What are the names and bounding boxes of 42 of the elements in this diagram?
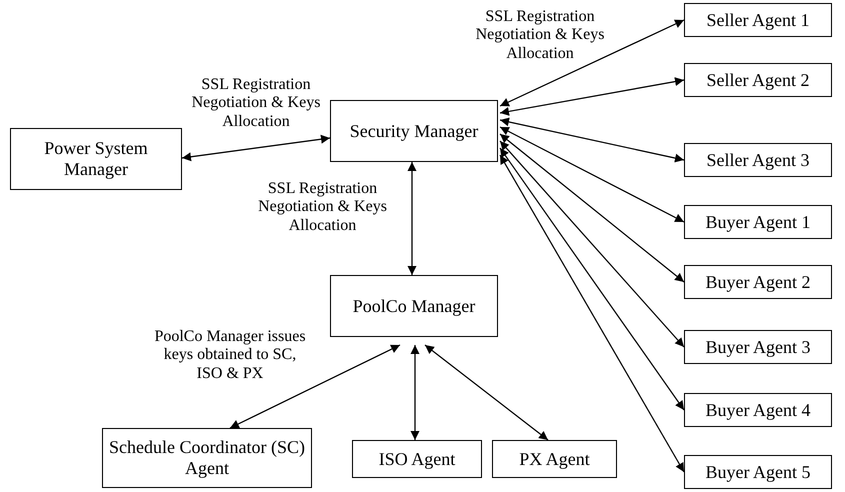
agent-box (330, 100, 498, 162)
node-label: Security Manager (350, 120, 478, 142)
node-label: PoolCo Manager (352, 296, 476, 316)
arrow (499, 154, 685, 472)
annotation-label: SSL Registration Negotiation & Keys Allocation (474, 8, 606, 64)
agent-box (684, 143, 832, 177)
arrow (500, 134, 684, 282)
node-label: Buyer Agent 3 (706, 336, 810, 358)
node-label: PX Agent (519, 448, 590, 470)
arrow (500, 77, 684, 116)
agent-box (684, 3, 832, 37)
node-label: Seller Agent 3 (706, 150, 810, 170)
node-label: Buyer Agent 4 (706, 400, 810, 420)
agent-box (102, 428, 312, 488)
agent-box (10, 128, 182, 190)
agent-box (684, 330, 832, 364)
agent-box (684, 455, 832, 489)
arrow (182, 134, 330, 162)
node-label: Buyer Agent 5 (706, 462, 810, 482)
agent-box (684, 393, 832, 427)
agent-box (684, 63, 832, 97)
arrow (500, 19, 684, 107)
arrow (424, 344, 548, 440)
agent-box (352, 440, 482, 478)
arrow (230, 344, 400, 429)
agent-box (684, 265, 832, 299)
node-label: Buyer Agent 1 (706, 212, 810, 232)
agent-box (684, 205, 832, 239)
arrow (410, 345, 420, 440)
node-label: Buyer Agent 2 (706, 272, 810, 292)
node-label: Seller Agent 1 (706, 10, 810, 30)
arrow (500, 126, 684, 223)
node-label: Schedule Coordinator (SC) Agent (108, 437, 306, 479)
node-label: ISO Agent (378, 448, 456, 470)
arrow (500, 148, 684, 410)
arrow (500, 118, 684, 162)
arrow (500, 140, 684, 348)
node-label: Power System Manager (43, 138, 149, 180)
agent-box (330, 275, 498, 337)
arrow (408, 162, 416, 275)
agent-box (492, 440, 617, 478)
node-label: Seller Agent 2 (706, 70, 810, 90)
